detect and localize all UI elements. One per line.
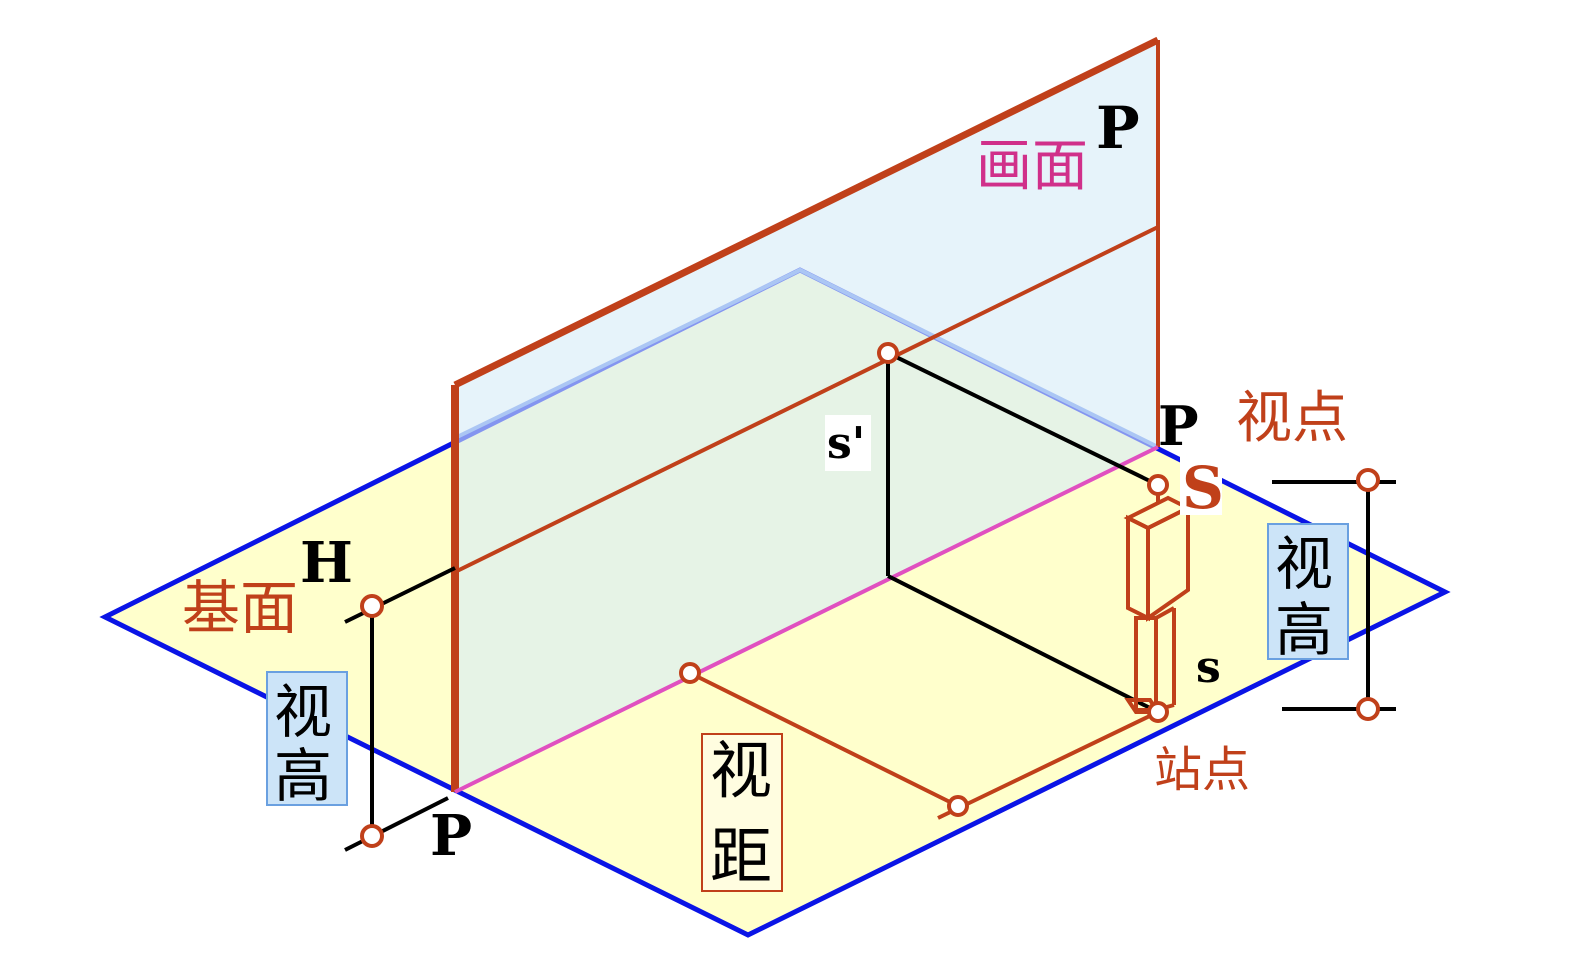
viewpoint-point: [1147, 474, 1169, 496]
horizon-label: H: [300, 530, 353, 596]
picture-plane-top-edge: [453, 36, 1160, 389]
sight-line-lower: [887, 574, 1159, 714]
view-distance-line-2: [937, 710, 1159, 820]
view-distance-line-1: [689, 671, 959, 808]
horizon-line: [454, 225, 1159, 574]
points: [360, 342, 1380, 848]
eye-height-right-box: [1267, 523, 1349, 660]
right-eye-bottom-point: [1356, 697, 1380, 721]
eye-height-right-label: 视 高: [1275, 530, 1351, 664]
view-distance-label: 视 距: [710, 734, 792, 893]
eye-height-left-char-1: 视: [274, 678, 332, 746]
eye-height-left-label: 视 高: [274, 678, 350, 810]
eye-height-right-char-1: 视: [1275, 530, 1333, 598]
picture-plane-P-mid: P: [1158, 394, 1199, 458]
picture-plane-label: 画面: [976, 134, 1088, 199]
view-distance-char-2: 距: [710, 820, 772, 893]
viewpoint-S-box: [1180, 455, 1222, 515]
ground-plane-label: 基面: [182, 574, 298, 642]
view-distance-point-2: [947, 795, 969, 817]
viewpoint-S-label: S: [1182, 454, 1224, 522]
station-point-s-label: s: [1196, 642, 1221, 693]
eye-height-right-char-2: 高: [1275, 596, 1333, 664]
view-distance-char-1: 视: [710, 734, 772, 807]
s-prime-point: [877, 342, 899, 364]
view-distance-point-1: [679, 662, 701, 684]
viewpoint-label: 视点: [1236, 386, 1348, 451]
eye-height-left-char-2: 高: [274, 742, 332, 810]
picture-plane-P-bottom: P: [430, 803, 472, 869]
sight-line-upper: [887, 351, 1159, 487]
right-eye-top-point: [1356, 468, 1380, 492]
picture-plane: [455, 40, 1158, 792]
s-prime-label: s': [827, 418, 865, 469]
station-point: [1147, 701, 1169, 723]
ground-left-point: [360, 824, 384, 848]
eye-height-left-box: [266, 671, 348, 806]
view-distance-box: [701, 733, 783, 892]
picture-plane-P-top: P: [1096, 94, 1140, 162]
station-point-label: 站点: [1154, 742, 1250, 798]
ground-line: [454, 445, 1159, 794]
s-prime-box: [825, 415, 871, 471]
horizon-left-point: [360, 594, 384, 618]
